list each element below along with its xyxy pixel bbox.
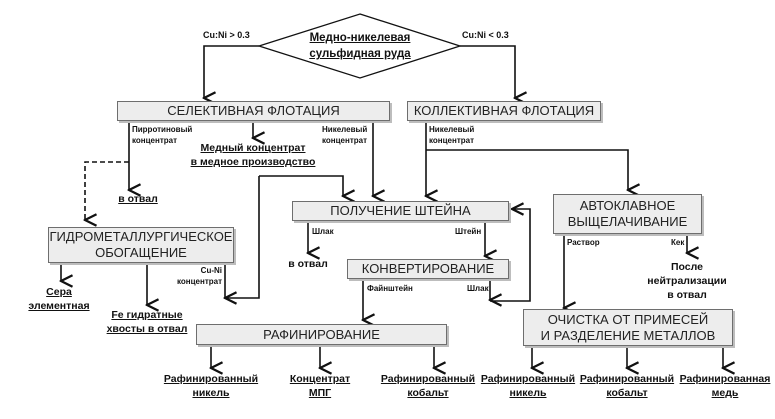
output-sulfur-1: Сера xyxy=(46,286,72,298)
box-selective-flotation: СЕЛЕКТИВНАЯ ФЛОТАЦИЯ xyxy=(117,101,390,121)
box-refining: РАФИНИРОВАНИЕ xyxy=(196,324,447,345)
output-copper-concentrate: Медный концентрат в медное производство xyxy=(185,141,321,169)
box-hydro-line-1: ГИДРОМЕТАЛЛУРГИЧЕСКОЕ xyxy=(49,229,233,244)
box-matte-production: ПОЛУЧЕНИЕ ШТЕЙНА xyxy=(292,201,509,221)
output-ref-co-2: кобальт xyxy=(407,387,449,399)
output-fe-2: хвосты в отвал xyxy=(106,323,188,335)
output-ref-co2-2: кобальт xyxy=(606,387,648,399)
output-sulfur: Сера элементная xyxy=(24,285,94,313)
box-collective-flotation: КОЛЛЕКТИВНАЯ ФЛОТАЦИЯ xyxy=(407,101,601,121)
label-matte: Штейн xyxy=(455,227,482,236)
output-ref-ni-2: никель xyxy=(192,387,230,399)
start-diamond xyxy=(256,13,463,79)
box-purification-line-2: И РАЗДЕЛЕНИЕ МЕТАЛЛОВ xyxy=(540,327,716,343)
label-nickel-sel-1: Никелевый xyxy=(322,125,368,134)
output-pgm-1: Концентрат xyxy=(289,373,351,385)
arrow-to-autoclave xyxy=(426,149,628,190)
output-ref-ni-1: Рафинированный xyxy=(163,373,259,385)
output-neutral-3: в отвал xyxy=(667,289,707,301)
output-ref-cu-1: Рафинированная xyxy=(679,373,771,385)
label-nickel-collective: Никелевый концентрат xyxy=(429,124,474,146)
output-refined-nickel: Рафинированный никель xyxy=(163,372,259,400)
box-purification-line-1: ОЧИСТКА ОТ ПРИМЕСЕЙ xyxy=(547,311,709,327)
output-dump-pyrrhotite: в отвал xyxy=(118,192,158,206)
output-neutralization: После нейтрализации в отвал xyxy=(645,260,729,302)
label-fainshtein: Файнштейн xyxy=(367,284,413,293)
label-pyrrhotite-1: Пирротиновый xyxy=(132,125,193,134)
output-fe-1: Fe гидратные xyxy=(111,309,183,321)
arrow-to-collective xyxy=(460,45,515,98)
output-neutral-2: нейтрализации xyxy=(647,275,727,287)
output-refined-copper: Рафинированная медь xyxy=(677,372,773,400)
box-autoclave-line-2: ВЫЩЕЛАЧИВАНИЕ xyxy=(567,214,688,229)
output-refined-cobalt: Рафинированный кобальт xyxy=(380,372,476,400)
output-neutral-1: После xyxy=(670,261,704,273)
box-converting-label: КОНВЕРТИРОВАНИЕ xyxy=(361,261,495,276)
output-refined-nickel-2: Рафинированный никель xyxy=(480,372,576,400)
label-nickel-col-1: Никелевый xyxy=(429,125,475,134)
start-line-1: Медно-никелевая xyxy=(309,32,411,44)
output-copper-1: Медный концентрат xyxy=(200,142,306,154)
output-dump-slag: в отвал xyxy=(286,257,330,271)
start-line-2: сульфидная руда xyxy=(309,48,411,60)
label-pyrrhotite: Пирротиновый концентрат xyxy=(132,124,192,146)
box-hydrometallurgical: ГИДРОМЕТАЛЛУРГИЧЕСКОЕ ОБОГАЩЕНИЕ xyxy=(48,227,234,263)
box-matte-label: ПОЛУЧЕНИЕ ШТЕЙНА xyxy=(330,203,471,218)
label-nickel-selective: Никелевый концентрат xyxy=(322,124,367,146)
label-cake: Кек xyxy=(671,238,685,247)
arrow-pyrrhotite-hydro xyxy=(85,161,129,220)
label-pyrrhotite-2: концентрат xyxy=(132,136,177,145)
arrow-cuni-to-matte xyxy=(259,175,343,196)
label-cuni-1: Cu-Ni xyxy=(200,266,222,275)
condition-right: Cu:Ni < 0.3 xyxy=(462,30,509,40)
box-refining-label: РАФИНИРОВАНИЕ xyxy=(263,326,380,342)
condition-left: Cu:Ni > 0.3 xyxy=(203,30,250,40)
output-dump-2: в отвал xyxy=(288,258,328,270)
box-hydro-line-2: ОБОГАЩЕНИЕ xyxy=(95,245,187,260)
label-solution: Раствор xyxy=(567,238,600,247)
arrow-slag-return xyxy=(490,209,531,302)
box-selective-label: СЕЛЕКТИВНАЯ ФЛОТАЦИЯ xyxy=(167,103,340,118)
label-nickel-col-2: концентрат xyxy=(429,136,474,145)
label-nickel-sel-2: концентрат xyxy=(322,136,367,145)
output-dump-1: в отвал xyxy=(118,193,158,205)
label-cuni: Cu-Ni концентрат xyxy=(174,265,222,287)
start-node-label: Медно-никелевая сульфидная руда xyxy=(290,30,430,62)
output-ref-ni2-2: никель xyxy=(509,387,547,399)
output-pgm-concentrate: Концентрат МПГ xyxy=(282,372,358,400)
output-pgm-2: МПГ xyxy=(308,387,332,399)
output-ref-cu-2: медь xyxy=(711,387,739,399)
output-fe-tails: Fe гидратные хвосты в отвал xyxy=(100,308,194,336)
label-cuni-2: концентрат xyxy=(177,277,222,286)
box-collective-label: КОЛЛЕКТИВНАЯ ФЛОТАЦИЯ xyxy=(413,103,595,118)
label-slag-matte: Шлак xyxy=(312,227,334,236)
box-autoclave-line-1: АВТОКЛАВНОЕ xyxy=(579,198,676,213)
output-refined-cobalt-2: Рафинированный кобальт xyxy=(579,372,675,400)
output-ref-ni2-1: Рафинированный xyxy=(480,373,576,385)
box-converting: КОНВЕРТИРОВАНИЕ xyxy=(347,259,509,279)
label-slag-conv: Шлак xyxy=(467,284,489,293)
output-sulfur-2: элементная xyxy=(28,300,90,312)
output-ref-co2-1: Рафинированный xyxy=(579,373,675,385)
output-ref-co-1: Рафинированный xyxy=(380,373,476,385)
box-purification: ОЧИСТКА ОТ ПРИМЕСЕЙ И РАЗДЕЛЕНИЕ МЕТАЛЛО… xyxy=(523,309,733,346)
output-copper-2: в медное производство xyxy=(190,156,316,168)
box-autoclave-leaching: АВТОКЛАВНОЕ ВЫЩЕЛАЧИВАНИЕ xyxy=(553,194,702,234)
arrow-to-selective xyxy=(204,45,259,98)
